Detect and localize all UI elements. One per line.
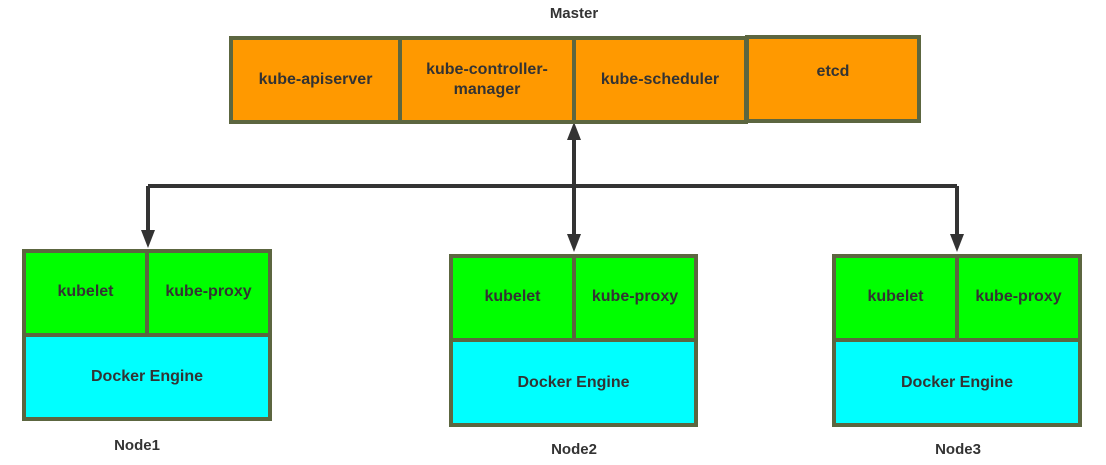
kube-scheduler-box: kube-scheduler <box>572 36 748 124</box>
master-arrowhead <box>567 122 581 140</box>
node3-kubelet-label: kubelet <box>867 287 924 305</box>
node3-kube-proxy-label: kube-proxy <box>975 287 1062 305</box>
master-title: Master <box>549 5 599 22</box>
node1-docker-engine-label: Docker Engine <box>90 368 204 385</box>
node2-kube-proxy-box: kube-proxy <box>572 254 698 342</box>
node2-kubelet-box: kubelet <box>449 254 576 342</box>
node1-kubelet-box: kubelet <box>22 249 149 337</box>
node2-kubelet-label: kubelet <box>484 287 541 305</box>
node1-kube-proxy-label: kube-proxy <box>165 282 252 300</box>
node3-title: Node3 <box>935 441 981 458</box>
node1-docker-engine-box: Docker Engine <box>22 333 272 421</box>
etcd-box: etcd <box>745 35 921 123</box>
node2-docker-engine-label: Docker Engine <box>517 373 630 391</box>
etcd-label: etcd <box>816 63 850 80</box>
kube-controller-manager-label: kube-controller- manager <box>426 61 548 98</box>
node2-kube-proxy-label: kube-proxy <box>591 287 679 305</box>
kube-scheduler-label: kube-scheduler <box>600 71 720 88</box>
kube-controller-manager-box: kube-controller- manager <box>398 36 576 124</box>
kube-apiserver-label: kube-apiserver <box>258 71 373 88</box>
node2-title: Node2 <box>551 441 597 458</box>
arrowhead-node2 <box>567 234 581 252</box>
arrowhead-node1 <box>141 230 155 248</box>
node1-title: Node1 <box>114 437 160 454</box>
kube-apiserver-box: kube-apiserver <box>229 36 402 124</box>
node3-kubelet-box: kubelet <box>832 254 959 342</box>
arrowhead-node3 <box>950 234 964 252</box>
node3-docker-engine-label: Docker Engine <box>900 373 1014 391</box>
node1-kubelet-label: kubelet <box>57 282 114 300</box>
node2-docker-engine-box: Docker Engine <box>449 338 698 427</box>
node3-docker-engine-box: Docker Engine <box>832 338 1082 427</box>
node3-kube-proxy-box: kube-proxy <box>955 254 1082 342</box>
node1-kube-proxy-box: kube-proxy <box>145 249 272 337</box>
